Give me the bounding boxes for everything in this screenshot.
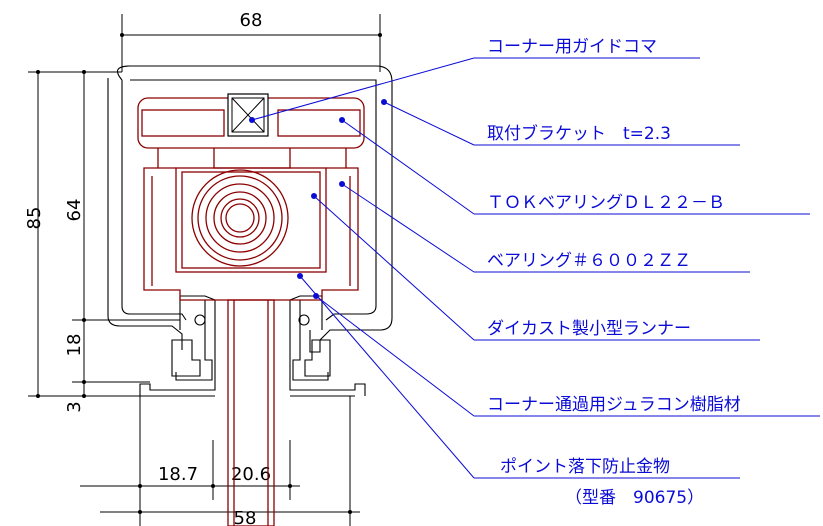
dim-85: 85 (24, 207, 45, 230)
lower-channel-left (139, 295, 216, 397)
dimension-left: 85 64 18 3 (24, 70, 180, 413)
dimension-bottom: 18.7 20.6 58 (80, 396, 360, 526)
dim-18-7: 18.7 (158, 464, 198, 485)
bearing-6002zz (191, 169, 289, 267)
corner-guide-piece (227, 93, 269, 137)
label-corner-guide: コーナー用ガイドコマ (487, 37, 657, 57)
label-mounting-bracket: 取付ブラケット t=2.3 (487, 123, 671, 144)
dim-68: 68 (240, 10, 263, 31)
dim-18: 18 (64, 334, 85, 357)
dim-3: 3 (64, 401, 85, 412)
label-fall-prevention: ポイント落下防止金物 (500, 457, 670, 477)
label-die-cast-runner: ダイカスト製小型ランナー (487, 319, 691, 339)
leader-lines (249, 57, 820, 479)
lower-channel-right (289, 295, 366, 397)
label-duracon-resin: コーナー通過用ジュラコン樹脂材 (487, 395, 741, 415)
label-tok-bearing: ＴＯＫベアリングＤＬ２２－Ｂ (487, 193, 725, 213)
dimension-top: 68 (120, 10, 382, 72)
label-model-number: （型番 90675） (565, 488, 704, 508)
label-bearing-6002: ベアリング＃６００２ＺＺ (487, 251, 691, 271)
dim-20-6: 20.6 (231, 464, 271, 485)
part-labels: コーナー用ガイドコマ 取付ブラケット t=2.3 ＴＯＫベアリングＤＬ２２－Ｂ … (487, 37, 741, 508)
dim-64: 64 (64, 199, 85, 222)
dim-58: 58 (234, 508, 257, 526)
mounting-bracket (107, 65, 393, 353)
die-cast-runner (137, 97, 365, 526)
